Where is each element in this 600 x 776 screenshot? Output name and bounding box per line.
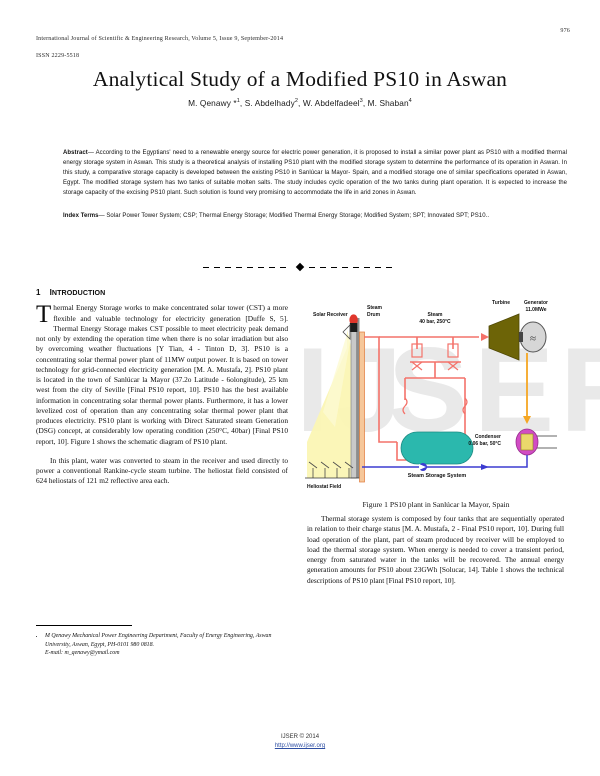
section-divider bbox=[0, 262, 600, 272]
figure-ps10-schematic: ≈ Solar Receiver Steam Drum bbox=[305, 292, 567, 499]
label-heliostat-field: Heliostat Field bbox=[307, 484, 341, 490]
index-terms-text: Solar Power Tower System; CSP; Thermal E… bbox=[106, 213, 490, 220]
label-steam-storage: Steam Storage System bbox=[408, 473, 467, 479]
page-footer: IJSER © 2014 http://www.ijser.org bbox=[0, 733, 600, 751]
label-condenser-conditions: 0.06 bar, 50°C bbox=[468, 441, 501, 447]
condenser-tubes bbox=[537, 435, 557, 449]
section-title-rest: NTRODUCTION bbox=[51, 289, 106, 297]
section-title-initial: I bbox=[49, 288, 52, 297]
abstract: Abstract— According to the Egyptians' ne… bbox=[63, 148, 567, 198]
intro-paragraph-1-text: hermal Energy Storage works to make conc… bbox=[36, 303, 288, 446]
tower-structure bbox=[350, 317, 357, 479]
index-terms: Index Terms— Solar Power Tower System; C… bbox=[63, 211, 567, 221]
steam-flow-arrow bbox=[481, 333, 489, 341]
label-solar-receiver: Solar Receiver bbox=[313, 312, 348, 318]
label-steam-drum-2: Drum bbox=[367, 312, 381, 318]
author-list: M. Qenawy *1, S. Abdelhady2, W. Abdelfad… bbox=[188, 98, 412, 108]
generator-shaft bbox=[519, 332, 523, 342]
generator-symbol: ≈ bbox=[530, 333, 536, 345]
journal-title-line: International Journal of Scientific & En… bbox=[36, 36, 284, 43]
label-generator-power: 11.0MWe bbox=[525, 307, 546, 313]
condenser-core bbox=[520, 433, 534, 451]
label-turbine: Turbine bbox=[492, 300, 510, 306]
valve-group bbox=[411, 343, 459, 371]
steam-turbine bbox=[488, 313, 520, 361]
tower-shadow bbox=[356, 318, 360, 478]
abstract-dash: — bbox=[87, 150, 94, 156]
label-steam-conditions: 40 bar, 250°C bbox=[419, 319, 451, 325]
drop-cap: T bbox=[36, 301, 52, 329]
intro-paragraph-2: In this plant, water was converted to st… bbox=[36, 455, 288, 486]
pump-symbol bbox=[419, 464, 426, 470]
journal-citation: International Journal of Scientific & En… bbox=[36, 27, 283, 68]
footnote-affiliation: M Qenawy Mechanical Power Engineering De… bbox=[45, 633, 272, 648]
sunbeam-shape-2 bbox=[323, 334, 351, 427]
footer-journal-link[interactable]: http://www.ijser.org bbox=[274, 743, 326, 749]
author-footnote: M Qenawy Mechanical Power Engineering De… bbox=[36, 625, 288, 658]
footnote-email: E-mail: m_qenawy@ymail.com bbox=[45, 650, 120, 657]
issn-line: ISSN 2229-5518 bbox=[36, 52, 80, 59]
heliostat-group bbox=[308, 461, 354, 478]
footnote-rule bbox=[36, 625, 132, 626]
figure-svg: ≈ Solar Receiver Steam Drum bbox=[305, 300, 557, 490]
steam-storage-tank bbox=[400, 431, 474, 465]
label-condenser: Condenser bbox=[475, 434, 501, 440]
index-terms-label: Index Terms bbox=[63, 213, 99, 220]
steam-drum-riser bbox=[359, 331, 365, 483]
index-terms-dash: — bbox=[98, 213, 105, 220]
feedwater-arrow bbox=[481, 464, 489, 470]
label-steam-1: Steam bbox=[427, 312, 443, 318]
receiver-aperture bbox=[349, 323, 358, 332]
abstract-text: According to the Egyptians' need to a re… bbox=[63, 150, 567, 197]
feedwater-line bbox=[362, 455, 528, 468]
divider-dashes-right bbox=[309, 266, 397, 268]
footnote-item: M Qenawy Mechanical Power Engineering De… bbox=[45, 632, 288, 658]
receiver-cone bbox=[342, 324, 351, 340]
running-head: International Journal of Scientific & En… bbox=[36, 27, 570, 68]
solar-receiver-icon bbox=[349, 314, 358, 326]
label-steam-drum-1: Steam bbox=[367, 305, 383, 311]
throttle-right-icon bbox=[462, 397, 468, 415]
section-number: 1 bbox=[36, 288, 41, 297]
label-generator: Generator bbox=[524, 300, 548, 306]
figure-caption: Figure 1 PS10 plant in Sanlúcar la Mayor… bbox=[362, 500, 510, 509]
footnote-list: M Qenawy Mechanical Power Engineering De… bbox=[36, 632, 288, 658]
page-title: Analytical Study of a Modified PS10 in A… bbox=[92, 67, 508, 92]
abstract-block: Abstract— According to the Egyptians' ne… bbox=[63, 148, 567, 222]
abstract-label: Abstract bbox=[63, 150, 88, 156]
footer-copyright: IJSER © 2014 bbox=[280, 734, 320, 740]
right-paragraph-1: Thermal storage system is composed by fo… bbox=[307, 514, 564, 585]
divider-lozenge-icon bbox=[295, 262, 305, 272]
divider-dashes-left bbox=[203, 266, 291, 268]
page-number: 976 bbox=[560, 28, 570, 34]
right-column: Thermal storage system is composed by fo… bbox=[307, 514, 564, 586]
exhaust-arrow bbox=[523, 416, 531, 424]
throttle-left-icon bbox=[402, 397, 408, 415]
